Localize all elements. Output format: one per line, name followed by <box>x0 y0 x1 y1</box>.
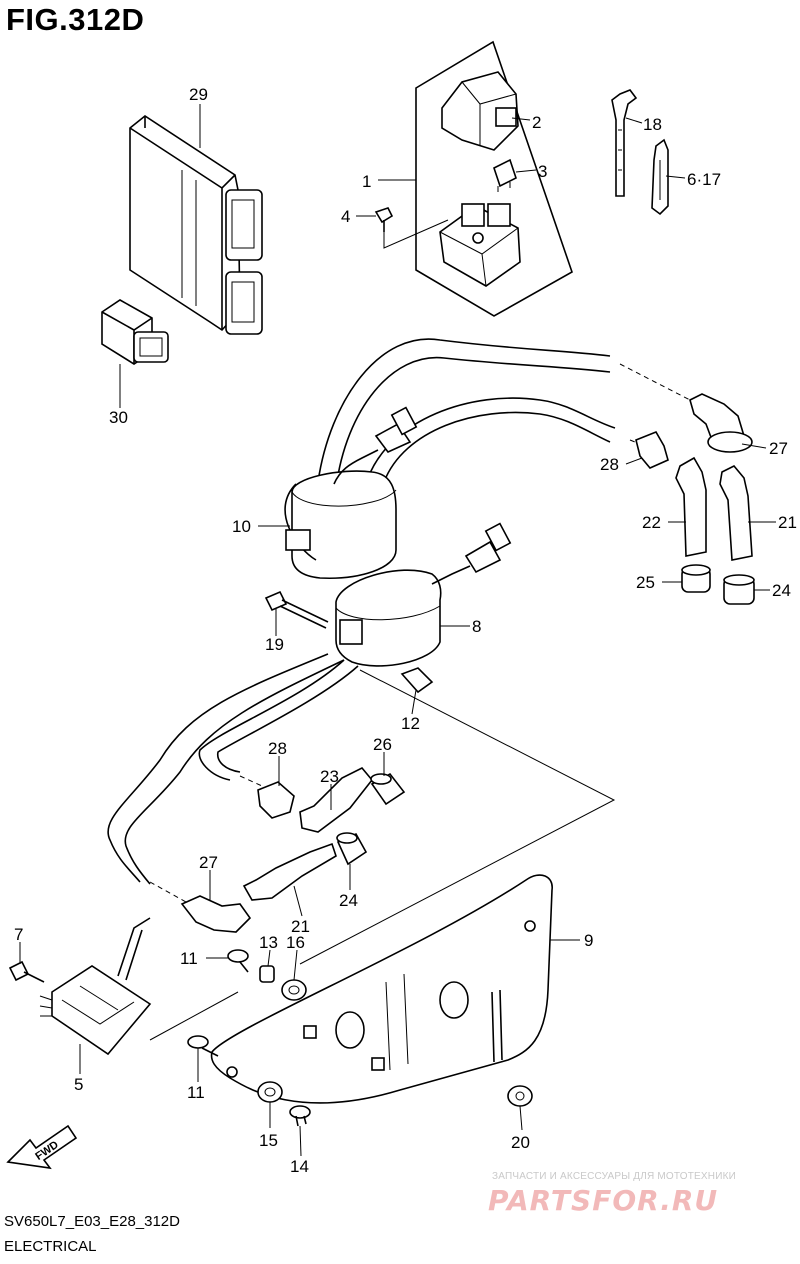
section-name-label: ELECTRICAL <box>4 1238 97 1255</box>
callout-4[interactable]: 4 <box>341 207 350 226</box>
nut-part-20[interactable] <box>507 1085 533 1107</box>
watermark-tagline: ЗАПЧАСТИ И АКСЕССУАРЫ ДЛЯ МОТОТЕХНИКИ <box>492 1171 737 1182</box>
part-callouts: 29 2 18 3 1 6·17 4 30 27 28 10 22 21 25 … <box>14 85 797 1176</box>
callout-23[interactable]: 23 <box>320 767 339 786</box>
leader-lines <box>19 104 776 1157</box>
callout-24-upper[interactable]: 24 <box>772 581 791 600</box>
callout-21-upper[interactable]: 21 <box>778 513 797 532</box>
callout-19[interactable]: 19 <box>265 635 284 654</box>
callout-21-lower[interactable]: 21 <box>291 917 310 936</box>
regulator-part-5[interactable] <box>39 917 239 1056</box>
relay-part-30[interactable] <box>101 299 169 365</box>
callout-3[interactable]: 3 <box>538 162 547 181</box>
bolt-part-4[interactable] <box>374 207 449 249</box>
collar-part-14[interactable] <box>289 1105 311 1127</box>
callout-9[interactable]: 9 <box>584 931 593 950</box>
callout-2[interactable]: 2 <box>532 113 541 132</box>
plug-cap-part-22[interactable] <box>675 456 707 557</box>
ignition-coil-part-8[interactable] <box>107 522 616 965</box>
callout-8[interactable]: 8 <box>472 617 481 636</box>
callout-7[interactable]: 7 <box>14 925 23 944</box>
callout-15[interactable]: 15 <box>259 1131 278 1150</box>
cap-part-24-lower[interactable] <box>336 832 368 866</box>
figure-title: FIG.312D <box>6 2 145 37</box>
callout-13[interactable]: 13 <box>259 933 278 952</box>
collar-part-13[interactable] <box>259 965 275 983</box>
watermark-logo: PARTSFOR.RU <box>488 1184 719 1217</box>
callout-26[interactable]: 26 <box>373 735 392 754</box>
sleeve-part-12[interactable] <box>400 667 434 694</box>
callout-30[interactable]: 30 <box>109 408 128 427</box>
plug-cap-part-21-lower[interactable] <box>242 842 337 901</box>
clamp-part-18[interactable] <box>611 89 638 197</box>
seal-part-28-lower[interactable] <box>257 781 295 819</box>
callout-27-upper[interactable]: 27 <box>769 439 788 458</box>
callout-29[interactable]: 29 <box>189 85 208 104</box>
model-code-label: SV650L7_E03_E28_312D <box>4 1213 180 1230</box>
ecm-unit-part-29[interactable] <box>129 115 263 335</box>
callout-18[interactable]: 18 <box>643 115 662 134</box>
coil-bracket-part-9[interactable] <box>210 874 553 1104</box>
callout-28-upper[interactable]: 28 <box>600 455 619 474</box>
fwd-arrow-icon: FWD <box>6 1124 78 1170</box>
callout-27-lower[interactable]: 27 <box>199 853 218 872</box>
callout-28-lower[interactable]: 28 <box>268 739 287 758</box>
grommet-part-15[interactable] <box>257 1081 283 1103</box>
callout-12[interactable]: 12 <box>401 714 420 733</box>
bolt-part-11-upper[interactable] <box>227 949 249 973</box>
plug-cap-part-27-lower[interactable] <box>180 895 252 933</box>
callout-5[interactable]: 5 <box>74 1075 83 1094</box>
callout-1[interactable]: 1 <box>362 172 371 191</box>
bolt-part-7[interactable] <box>8 960 45 983</box>
starter-relay-group-part-1[interactable] <box>415 40 573 317</box>
seal-part-28-upper[interactable] <box>635 430 669 469</box>
cap-part-26[interactable] <box>370 772 406 806</box>
cap-part-25[interactable] <box>681 564 711 593</box>
ignition-coil-part-10[interactable] <box>284 338 691 579</box>
callout-25[interactable]: 25 <box>636 573 655 592</box>
bolt-part-19[interactable] <box>264 590 329 629</box>
callout-11-lower[interactable]: 11 <box>187 1083 205 1102</box>
callout-22[interactable]: 22 <box>642 513 661 532</box>
clamp-part-6-17[interactable] <box>651 138 669 216</box>
grommet-part-16[interactable] <box>281 979 307 1001</box>
callout-24-lower[interactable]: 24 <box>339 891 358 910</box>
cap-part-24-upper[interactable] <box>723 574 755 605</box>
plug-cap-part-27-upper[interactable] <box>689 393 753 453</box>
callout-10[interactable]: 10 <box>232 517 251 536</box>
callout-14[interactable]: 14 <box>290 1157 309 1176</box>
callout-6-17[interactable]: 6·17 <box>687 170 721 189</box>
callout-11-upper[interactable]: 11 <box>180 949 198 968</box>
bolt-part-11-lower[interactable] <box>187 1035 219 1057</box>
callout-20[interactable]: 20 <box>511 1133 530 1152</box>
callout-16[interactable]: 16 <box>286 933 305 952</box>
plug-cap-part-21-upper[interactable] <box>719 465 753 561</box>
